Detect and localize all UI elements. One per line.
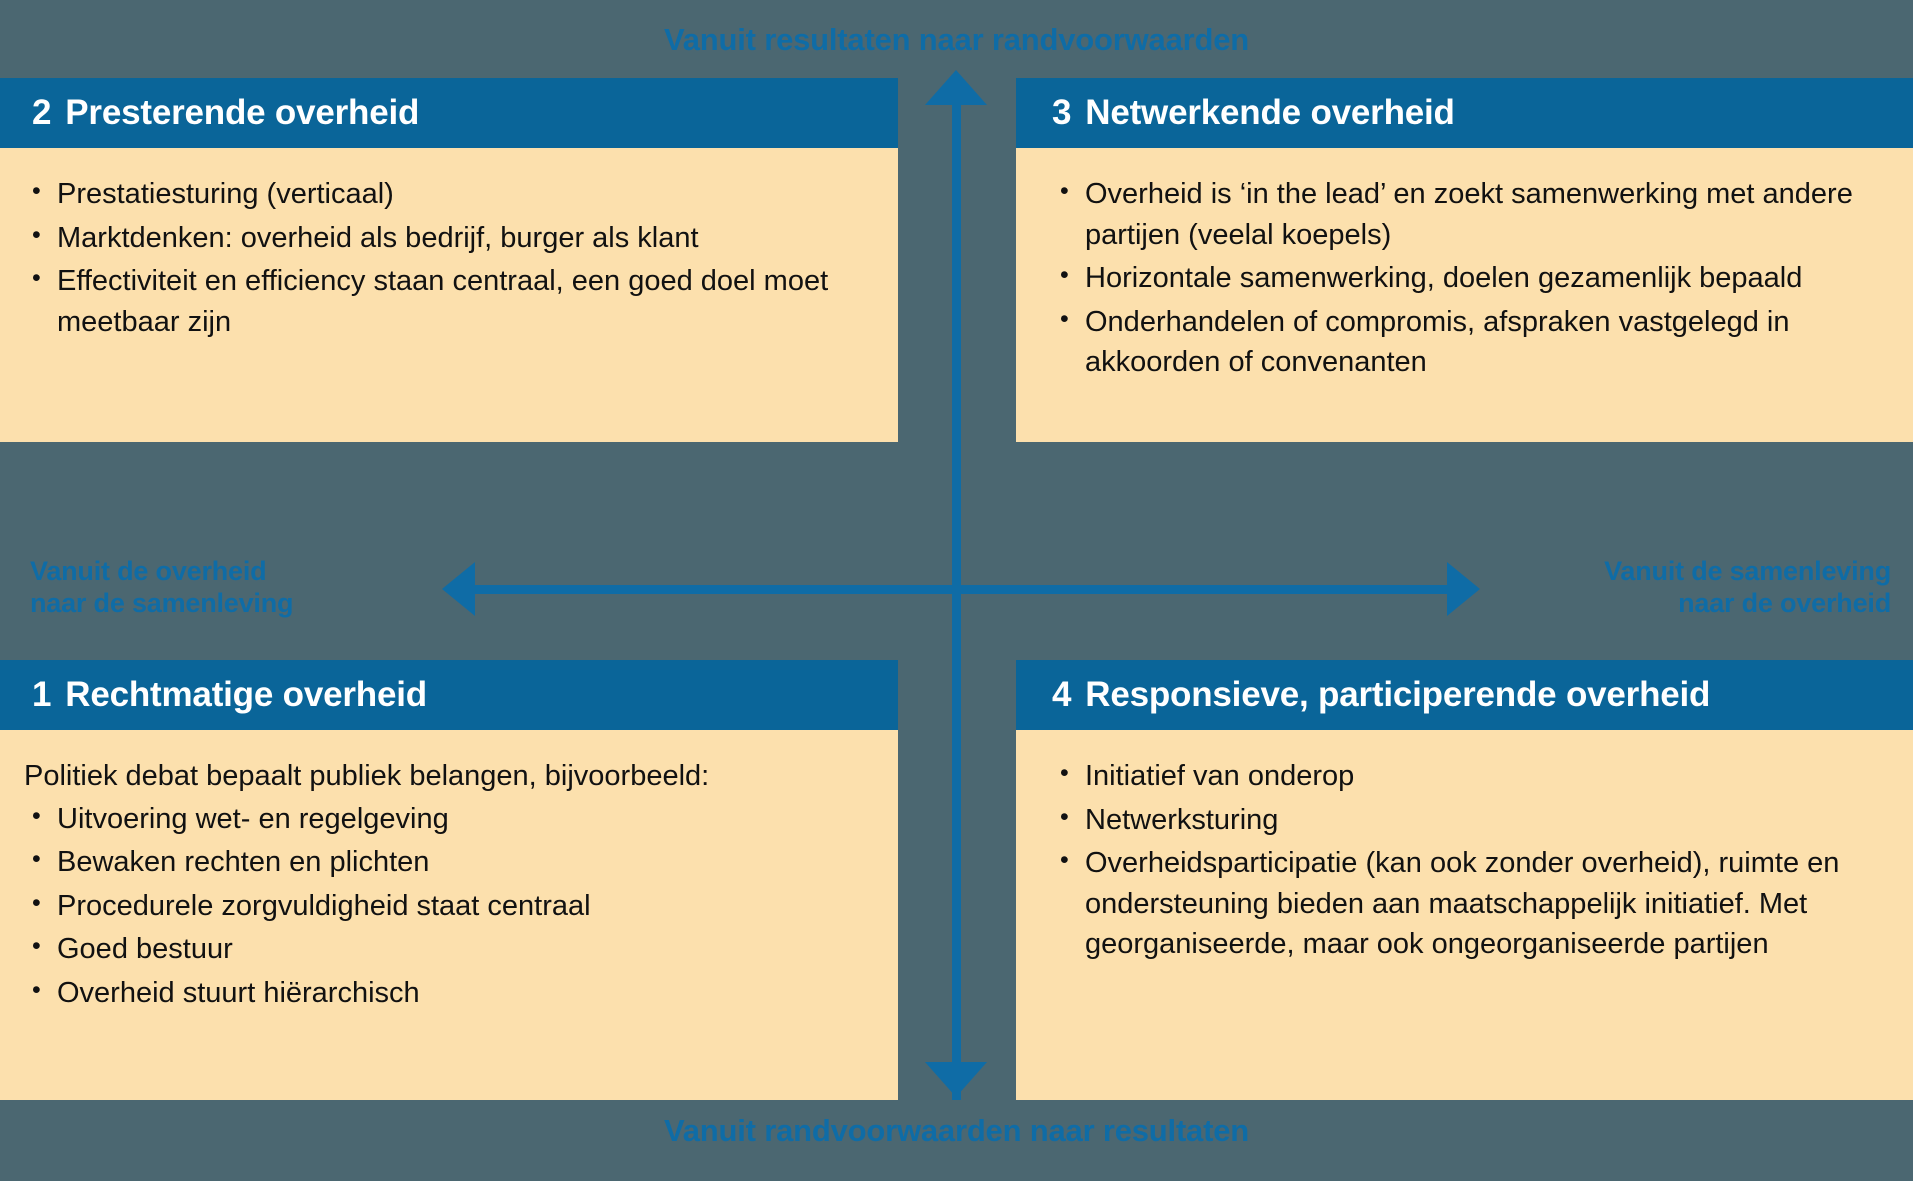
list-item: Uitvoering wet- en regelgeving	[24, 798, 878, 840]
arrow-down-icon	[925, 1062, 987, 1097]
axis-label-bottom: Vanuit randvoorwaarden naar resultaten	[663, 1113, 1250, 1148]
quadrant-header: 2 Presterende overheid	[0, 78, 898, 148]
quadrant-number: 2	[32, 93, 52, 132]
bullet-list: Overheid is ‘in the lead’ en zoekt samen…	[1052, 173, 1891, 383]
axis-label-top: Vanuit resultaten naar randvoorwaarden	[663, 22, 1250, 57]
list-item: Prestatiesturing (verticaal)	[24, 173, 872, 215]
quadrant-header: 1 Rechtmatige overheid	[0, 660, 898, 730]
quadrant-body: Prestatiesturing (verticaal) Marktdenken…	[0, 148, 898, 442]
list-item: Overheid is ‘in the lead’ en zoekt samen…	[1052, 173, 1891, 255]
quadrant-header: 4 Responsieve, participerende overheid	[1016, 660, 1913, 730]
quadrant-netwerkende-overheid: 3 Netwerkende overheid Overheid is ‘in t…	[1016, 78, 1913, 442]
quadrant-title: Netwerkende overheid	[1085, 93, 1455, 132]
quadrant-body: Politiek debat bepaalt publiek belangen,…	[0, 730, 898, 1100]
list-item: Marktdenken: overheid als bedrijf, burge…	[24, 217, 872, 259]
quadrant-presterende-overheid: 2 Presterende overheid Prestatiesturing …	[0, 78, 898, 442]
quadrant-header: 3 Netwerkende overheid	[1016, 78, 1913, 148]
quadrant-responsieve-participerende-overheid: 4 Responsieve, participerende overheid I…	[1016, 660, 1913, 1100]
arrow-up-icon	[925, 70, 987, 105]
list-item: Initiatief van onderop	[1052, 755, 1891, 797]
quadrant-body: Initiatief van onderop Netwerksturing Ov…	[1016, 730, 1913, 1100]
bullet-list: Initiatief van onderop Netwerksturing Ov…	[1052, 755, 1891, 965]
quadrant-number: 3	[1052, 93, 1072, 132]
vertical-axis-line	[952, 96, 961, 1100]
list-item: Procedurele zorgvuldigheid staat centraa…	[24, 885, 878, 927]
quadrant-number: 1	[32, 675, 52, 714]
quadrant-intro-text: Politiek debat bepaalt publiek belangen,…	[24, 760, 710, 792]
bullet-list: Uitvoering wet- en regelgeving Bewaken r…	[24, 798, 878, 1014]
list-item: Netwerksturing	[1052, 799, 1891, 841]
list-item: Overheidsparticipatie (kan ook zonder ov…	[1052, 842, 1891, 965]
horizontal-axis-line	[470, 585, 1450, 594]
quadrant-body: Overheid is ‘in the lead’ en zoekt samen…	[1016, 148, 1913, 442]
list-item: Horizontale samenwerking, doelen gezamen…	[1052, 257, 1891, 299]
quadrant-rechtmatige-overheid: 1 Rechtmatige overheid Politiek debat be…	[0, 660, 898, 1100]
quadrant-title: Responsieve, participerende overheid	[1085, 675, 1711, 714]
list-item: Overheid stuurt hiërarchisch	[24, 972, 878, 1014]
quadrant-title: Rechtmatige overheid	[65, 675, 427, 714]
quadrant-number: 4	[1052, 675, 1072, 714]
arrow-left-icon	[442, 562, 475, 616]
list-item: Bewaken rechten en plichten	[24, 841, 878, 883]
quadrant-title: Presterende overheid	[65, 93, 420, 132]
arrow-right-icon	[1447, 562, 1480, 616]
list-item: Effectiviteit en efficiency staan centra…	[24, 260, 872, 342]
list-item: Goed bestuur	[24, 928, 878, 970]
list-item: Onderhandelen of compromis, afspraken va…	[1052, 301, 1891, 383]
bullet-list: Prestatiesturing (verticaal) Marktdenken…	[24, 173, 872, 342]
